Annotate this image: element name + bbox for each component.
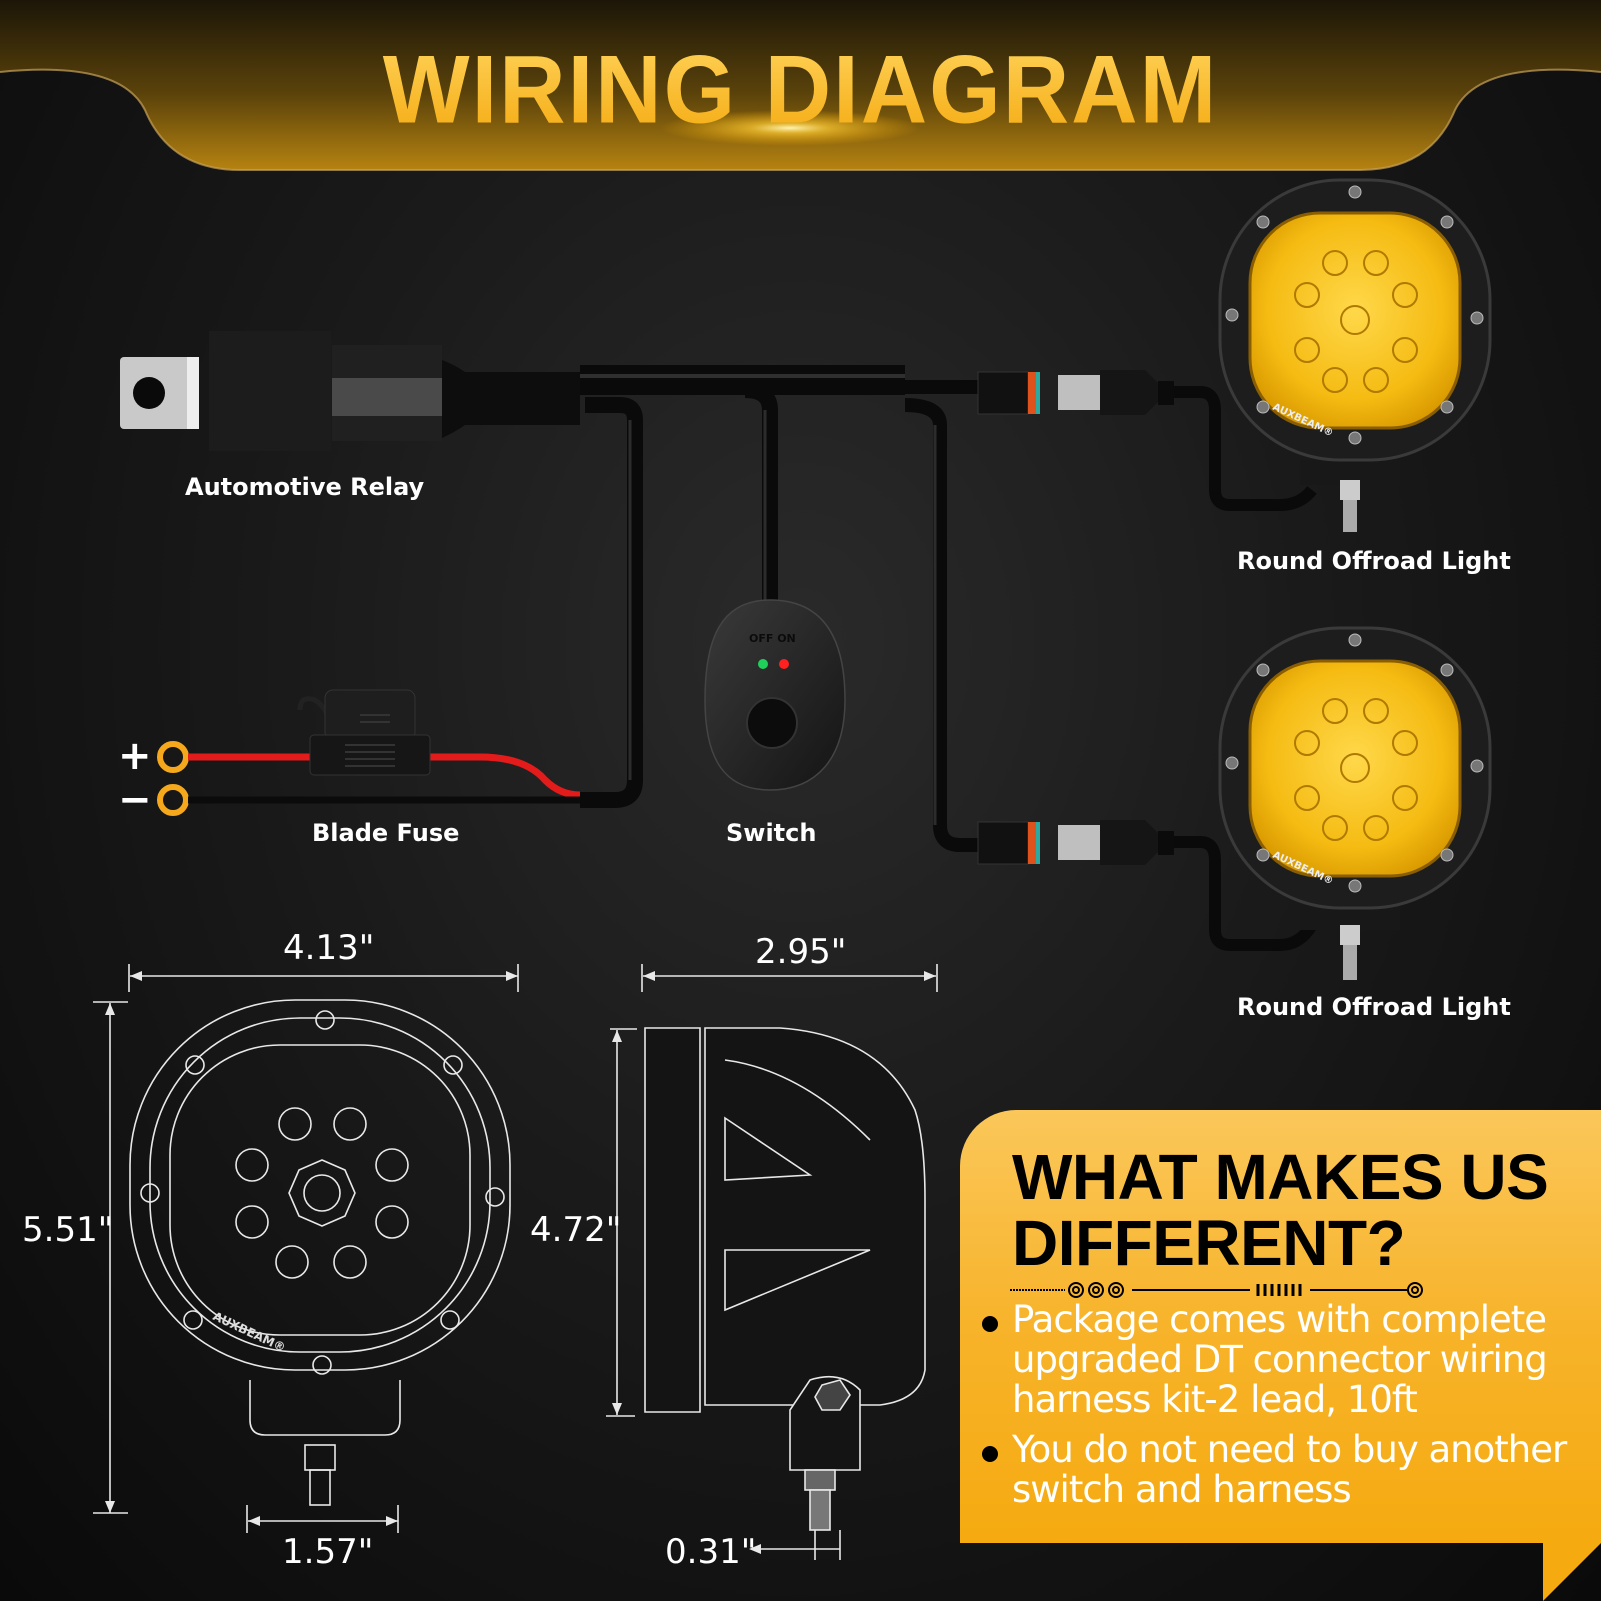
light-top-label: Round Offroad Light [1237,547,1511,575]
front-view-drawing [93,964,519,1533]
side-dim-arrows [612,971,936,1554]
led-red-icon [779,659,789,669]
feature-bullet: Package comes with complete upgraded DT … [982,1300,1592,1420]
dt-connector-top [977,370,1317,511]
page-title: WIRING DIAGRAM [0,35,1601,145]
round-offroad-light-top [1218,178,1492,532]
feature-title-line-2: DIFFERENT? [1012,1207,1406,1279]
light-bottom-label: Round Offroad Light [1237,993,1511,1021]
dim-bracket-width: 1.57" [282,1532,374,1572]
blade-fuse [297,689,431,776]
dt-connector-bottom [977,820,1318,951]
fuse-label: Blade Fuse [312,819,460,847]
title-banner [0,0,1601,171]
feature-title-line-1: WHAT MAKES US [1012,1141,1549,1213]
feature-panel: WHAT MAKES US DIFFERENT? Package comes w… [960,1110,1601,1543]
page-fold-corner [1543,1543,1601,1601]
battery-terminals [157,741,581,816]
feature-bullet: You do not need to buy another switch an… [982,1430,1592,1510]
dim-front-width: 4.13" [283,928,375,968]
positive-terminal-icon: + [118,733,152,779]
front-dim-arrows [105,971,518,1526]
negative-terminal-icon: − [118,777,152,823]
dim-bolt-diameter: 0.31" [665,1532,757,1572]
dim-front-height: 5.51" [22,1210,114,1250]
switch[interactable] [704,599,846,791]
feature-bullet-list: Package comes with complete upgraded DT … [982,1300,1592,1520]
led-green-icon [758,659,768,669]
side-view-drawing [606,964,938,1560]
relay-label: Automotive Relay [185,473,425,501]
power-button [746,697,798,749]
dim-side-depth: 2.95" [755,932,847,972]
feature-panel-title: WHAT MAKES US DIFFERENT? [1012,1141,1549,1279]
relay [120,331,580,451]
ornament-divider [1010,1282,1423,1298]
switch-label: Switch [726,819,817,847]
round-offroad-light-bottom [1218,626,1492,980]
switch-indicator-text: OFF ON [749,632,796,645]
dim-side-height: 4.72" [530,1210,622,1250]
